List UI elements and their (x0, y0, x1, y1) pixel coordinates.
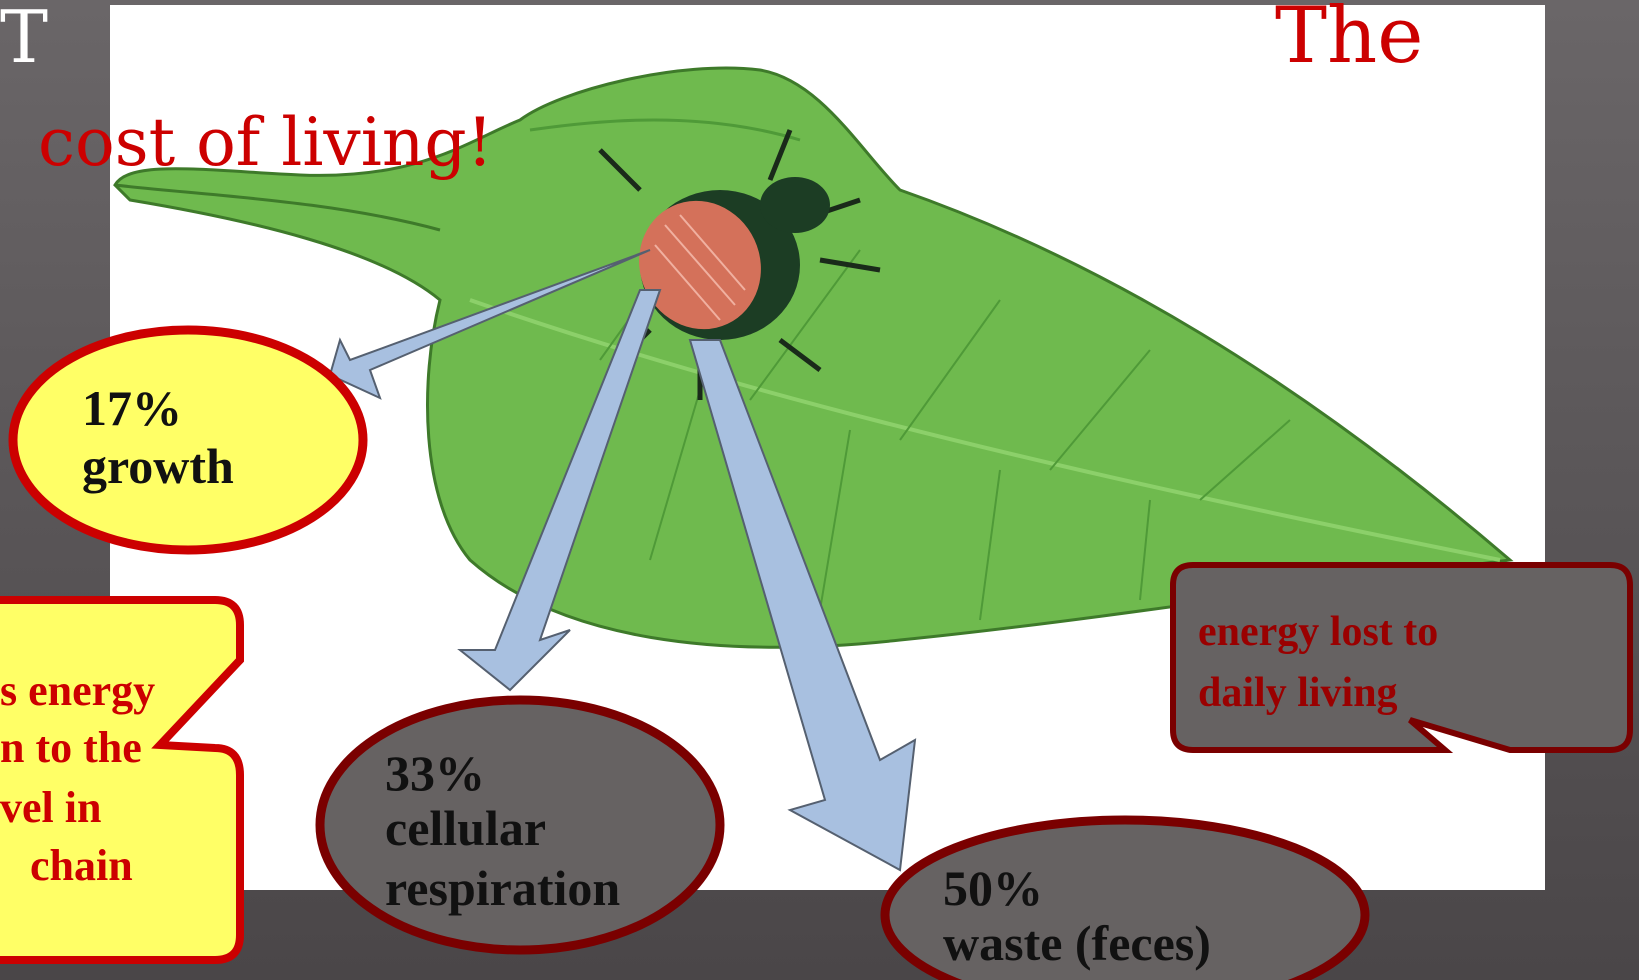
waste-callout: 50% waste (feces) (885, 820, 1365, 980)
respiration-label-1: cellular (385, 800, 546, 856)
left-note-callout: s energy n to the vel in chain (0, 600, 240, 960)
title-fragment-left: T (0, 0, 48, 79)
left-note-line-3: vel in (0, 783, 101, 832)
waste-percent: 50% (943, 860, 1043, 916)
respiration-callout: 33% cellular respiration (320, 700, 720, 950)
title-line-2: cost of living! (38, 104, 493, 181)
daily-line-1: energy lost to (1198, 609, 1438, 655)
daily-line-2: daily living (1198, 670, 1398, 716)
left-note-line-1: s energy (0, 666, 155, 715)
respiration-percent: 33% (385, 745, 485, 801)
title-fragment-right: The (1275, 0, 1423, 81)
left-note-line-4: chain (30, 841, 133, 890)
growth-label: growth (82, 438, 234, 494)
growth-percent: 17% (82, 380, 182, 436)
waste-label: waste (feces) (943, 915, 1211, 971)
daily-living-callout: energy lost to daily living (1173, 565, 1630, 750)
growth-callout: 17% growth (13, 330, 363, 550)
left-note-line-2: n to the (0, 723, 142, 772)
respiration-label-2: respiration (385, 860, 620, 916)
